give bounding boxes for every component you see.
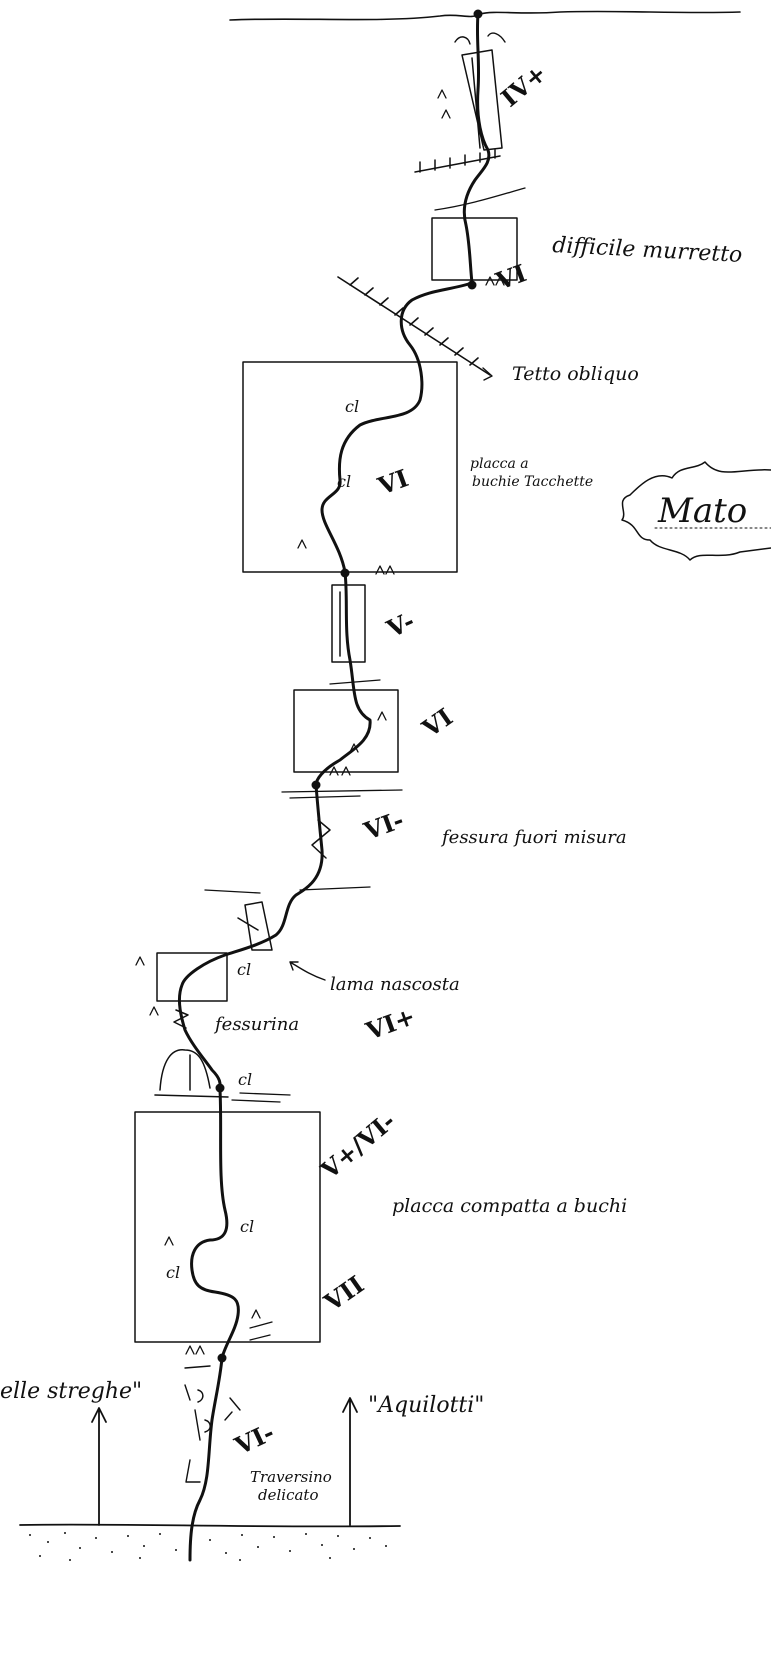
crack-squiggle xyxy=(173,1009,189,1029)
belay-station xyxy=(340,568,350,578)
label-placca-a: placca a xyxy=(470,456,529,472)
ledge-line xyxy=(434,187,526,211)
wall-box-lama xyxy=(156,952,228,1002)
belay-station xyxy=(217,1353,227,1363)
belay-station xyxy=(311,780,321,790)
label-fessurina: fessurina xyxy=(213,1014,299,1035)
label-mato: Mato xyxy=(657,491,747,531)
arrow-up-streghe xyxy=(91,1407,107,1526)
grade-label: VI+ xyxy=(361,1001,419,1046)
ledge-line xyxy=(204,886,371,894)
grade-label: VI xyxy=(416,702,458,743)
label-streghe: elle streghe" xyxy=(0,1379,142,1404)
rock-detail xyxy=(454,32,506,45)
grade-label: VI xyxy=(373,463,412,501)
wall-box-vi xyxy=(293,689,399,773)
bolt-marks xyxy=(135,89,505,1355)
corner-feature xyxy=(461,49,503,151)
crack-feature xyxy=(184,1365,241,1483)
cl-mark: cl xyxy=(240,1217,254,1236)
label-lama-nascosta: lama nascosta xyxy=(330,974,460,995)
oblique-roof-arrow xyxy=(482,367,493,381)
belay-station xyxy=(215,1083,225,1093)
ledge-line xyxy=(281,679,403,799)
block-feature xyxy=(154,1049,229,1098)
route-line xyxy=(178,12,491,1562)
arrow-up-aquilotti xyxy=(342,1397,358,1526)
cl-mark: cl xyxy=(237,960,251,979)
grade-label: VI xyxy=(491,258,530,296)
cl-mark: cl xyxy=(238,1070,252,1089)
wall-box-placca-compatta xyxy=(134,1111,321,1343)
overhang-upper xyxy=(414,149,501,173)
mato-cloud-outline xyxy=(621,461,771,561)
cl-mark: cl xyxy=(345,397,359,416)
flake-feature xyxy=(237,901,273,951)
label-delicato: delicato xyxy=(258,1486,318,1504)
label-placca-compatta: placca compatta a buchi xyxy=(392,1195,627,1217)
grade-label: VI- xyxy=(359,805,407,846)
crack-box-v-minus xyxy=(331,584,366,663)
summit-ridge xyxy=(229,10,741,21)
grade-label: VII xyxy=(318,1270,369,1318)
grade-label: VI- xyxy=(229,1417,278,1461)
grade-label: V- xyxy=(381,606,418,644)
belay-station xyxy=(467,280,477,290)
ground-line xyxy=(19,1523,401,1528)
cl-mark: cl xyxy=(337,472,351,491)
label-tetto-obliquo: Tetto obliquo xyxy=(512,363,639,385)
label-traversino: Traversino xyxy=(250,1468,332,1486)
ledge-line xyxy=(249,1321,273,1341)
wall-box-murretto xyxy=(431,217,518,281)
crack-zigzag xyxy=(311,819,331,859)
oblique-roof xyxy=(337,276,491,376)
label-difficile-murretto: difficile murretto xyxy=(552,233,743,268)
cl-mark: cl xyxy=(166,1263,180,1282)
belay-station-summit xyxy=(473,9,483,19)
wall-box-placca-tacchette xyxy=(242,361,458,573)
grade-label: IV+ xyxy=(495,58,552,112)
label-fessura-fuori-misura: fessura fuori misura xyxy=(440,827,627,848)
label-aquilotti: "Aquilotti" xyxy=(368,1393,484,1418)
crack-squiggle xyxy=(197,1389,211,1433)
lama-pointer-arrow xyxy=(289,961,326,981)
grade-label: V+/VI- xyxy=(314,1106,400,1185)
scree-dots xyxy=(29,1532,387,1561)
label-buchie-tacchette: buchie Tacchette xyxy=(472,474,593,490)
ledge-line xyxy=(231,1092,291,1103)
